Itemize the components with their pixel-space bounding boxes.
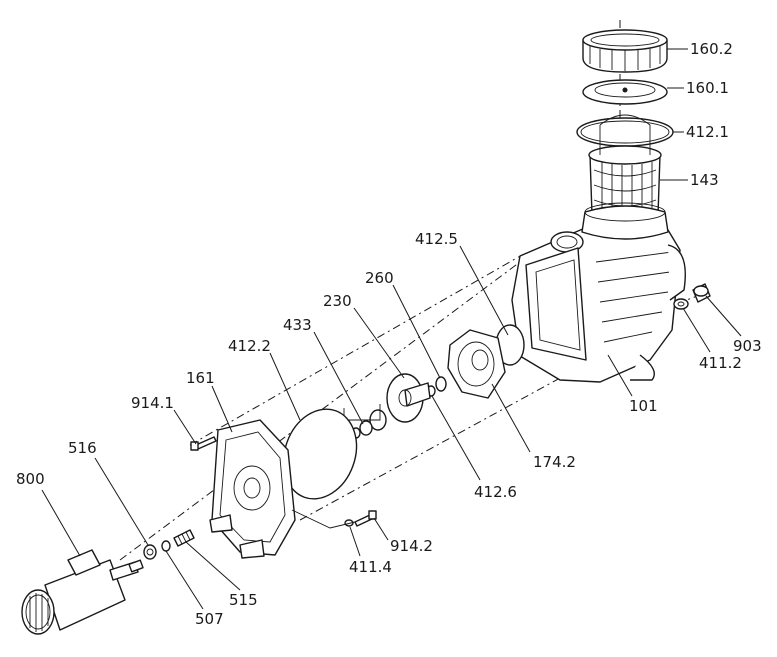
label-903: 903 — [733, 337, 762, 355]
lid-oring-part — [576, 117, 674, 147]
label-160-2: 160.2 — [690, 40, 733, 58]
drain-washer-part — [673, 298, 689, 310]
leader-lines — [41, 48, 742, 610]
label-161: 161 — [186, 369, 215, 387]
diffuser-part — [447, 329, 506, 399]
label-174-2: 174.2 — [533, 453, 576, 471]
label-412-5: 412.5 — [415, 230, 458, 248]
label-914-2: 914.2 — [390, 537, 433, 555]
impeller-part — [386, 373, 431, 423]
label-412-2: 412.2 — [228, 337, 271, 355]
label-412-1: 412.1 — [686, 123, 729, 141]
label-101: 101 — [629, 397, 658, 415]
part-labels: 160.2 160.1 412.1 143 412.5 260 230 433 … — [16, 40, 762, 628]
label-411-4: 411.4 — [349, 558, 392, 576]
label-433: 433 — [283, 316, 312, 334]
shaft-nut-part — [143, 544, 157, 560]
spring-part — [173, 529, 195, 547]
label-914-1: 914.1 — [131, 394, 174, 412]
label-412-6: 412.6 — [474, 483, 517, 501]
pump-housing-part — [511, 202, 686, 383]
seal-plate-oring-part — [282, 408, 358, 500]
label-515: 515 — [229, 591, 258, 609]
lid-ring-part — [582, 29, 668, 73]
seal-plate-part — [209, 419, 296, 559]
motor-screw-part — [354, 510, 377, 527]
label-800: 800 — [16, 470, 45, 488]
label-516: 516 — [68, 439, 97, 457]
mechanical-seal-part — [343, 404, 387, 439]
label-411-2: 411.2 — [699, 354, 742, 372]
motor-part — [21, 549, 144, 635]
label-160-1: 160.1 — [686, 79, 729, 97]
seal-plate-bolt-part — [190, 436, 217, 451]
lid-cover-part — [582, 79, 668, 105]
label-260: 260 — [365, 269, 394, 287]
label-230: 230 — [323, 292, 352, 310]
label-507: 507 — [195, 610, 224, 628]
slinger-ring-part — [161, 540, 171, 552]
drain-plug-part — [692, 283, 711, 303]
shaft-sleeve-part — [435, 376, 447, 392]
label-143: 143 — [690, 171, 719, 189]
